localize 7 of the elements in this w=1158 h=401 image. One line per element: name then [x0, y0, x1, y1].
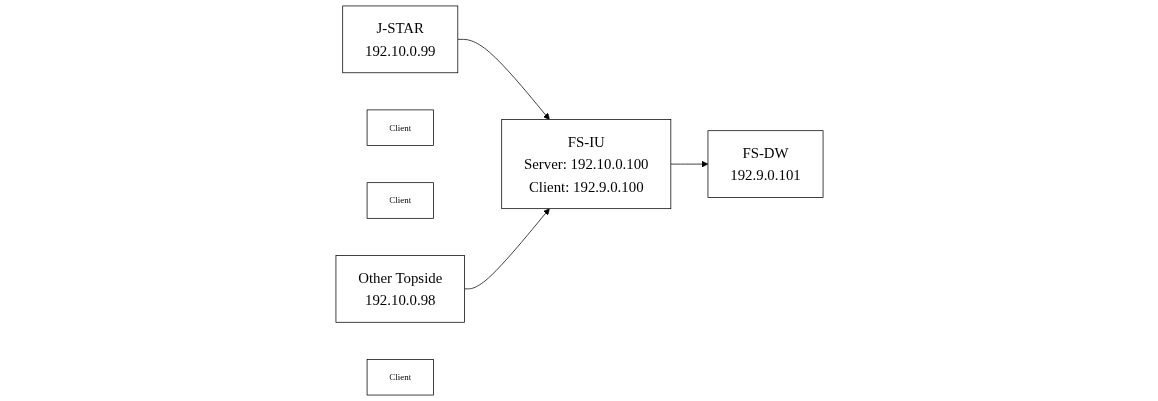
node-box: FS-DW 192.9.0.101 — [707, 130, 823, 198]
node-box: Client — [366, 359, 434, 396]
node-box: Client — [366, 182, 434, 219]
node-box: Other Topside 192.10.0.98 — [335, 255, 465, 323]
node-box: J-STAR 192.10.0.99 — [341, 5, 458, 74]
node-box: FS-IU Server: 192.10.0.100 Client: 192.9.0.100 — [500, 119, 671, 210]
node-box: Client — [366, 109, 434, 146]
